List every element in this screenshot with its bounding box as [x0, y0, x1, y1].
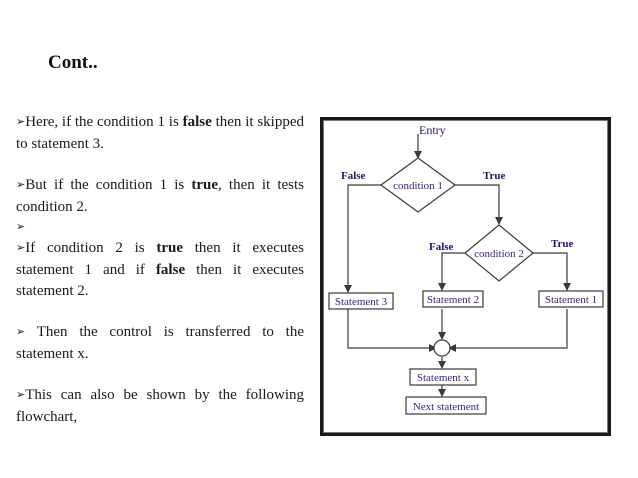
bullet-text: If condition 2 is — [25, 240, 157, 256]
condition1-diamond — [379, 157, 457, 213]
bullet-text: then it skipped to statement 3. — [16, 114, 304, 152]
next-statement-label: Next statement — [413, 401, 479, 413]
statement2-label: Statement 2 — [427, 294, 479, 306]
slide-title: Cont.. — [48, 52, 98, 73]
bullet-1: ➢Here, if the condition 1 is false then … — [16, 112, 304, 155]
bullet-text: But if the condition 1 is — [25, 177, 192, 193]
edge-stmt1-merge — [448, 309, 568, 352]
statementx-box — [409, 368, 477, 386]
bullet-arrow-icon: ➢ — [16, 116, 26, 128]
statement3-box — [328, 292, 394, 310]
bullet-4: ➢If condition 2 is true then it executes… — [16, 238, 304, 302]
bullet-text: then it executes statement 1 and if — [16, 240, 305, 278]
bullet-3: ➢ — [16, 217, 304, 239]
bullet-5: ➢ Then the control is transferred to the… — [16, 322, 304, 365]
bullet-text: then it executes statement 2. — [16, 262, 304, 299]
cond2-true-label: True — [551, 238, 574, 250]
bullet-6: ➢This can also be shown by the following… — [16, 385, 304, 428]
edge-cond1-false — [344, 184, 381, 293]
bullet-emphasis: true — [191, 177, 219, 193]
statement1-label: Statement 1 — [545, 294, 597, 306]
statement2-box — [422, 290, 484, 308]
bullet-arrow-icon: ➢ — [16, 389, 26, 401]
bullet-text: , then it tests condition 2. — [16, 177, 304, 215]
edge-cond1-true — [455, 184, 503, 225]
bullet-emphasis: true — [156, 240, 183, 256]
bullet-arrow-icon: ➢ — [16, 326, 26, 338]
next-statement-box — [405, 396, 487, 415]
bullet-arrow-icon: ➢ — [16, 179, 26, 191]
statement3-label: Statement 3 — [335, 296, 388, 308]
bullet-arrow-icon: ➢ — [16, 242, 26, 254]
bullet-arrow-icon: ➢ — [16, 221, 26, 233]
condition2-diamond — [464, 224, 534, 282]
condition1-label: condition 1 — [393, 180, 443, 192]
condition2-label: condition 2 — [474, 248, 524, 260]
flowchart: Entry condition 1 False True condition 2… — [328, 123, 604, 415]
statementx-label: Statement x — [417, 372, 470, 384]
cond1-true-label: True — [483, 170, 506, 182]
bullet-text: Here, if the condition 1 is — [25, 114, 183, 130]
cond2-false-label: False — [429, 241, 454, 253]
edge-cond2-true — [533, 252, 571, 291]
bullet-emphasis: false — [182, 114, 212, 130]
bullet-text: Then the control is transferred to the s… — [16, 324, 304, 362]
bullet-2: ➢But if the condition 1 is true, then it… — [16, 175, 304, 218]
bullet-emphasis: false — [155, 262, 186, 278]
merge-node — [433, 339, 451, 357]
flowchart-frame: Entry condition 1 False True condition 2… — [320, 117, 611, 436]
statement1-box — [538, 290, 604, 308]
edge-cond2-false — [438, 252, 465, 291]
edge-stmt3-merge — [347, 309, 437, 352]
entry-label: Entry — [419, 123, 446, 137]
cond1-false-label: False — [341, 170, 366, 182]
bullet-text: This can also be shown by the following … — [16, 387, 304, 425]
